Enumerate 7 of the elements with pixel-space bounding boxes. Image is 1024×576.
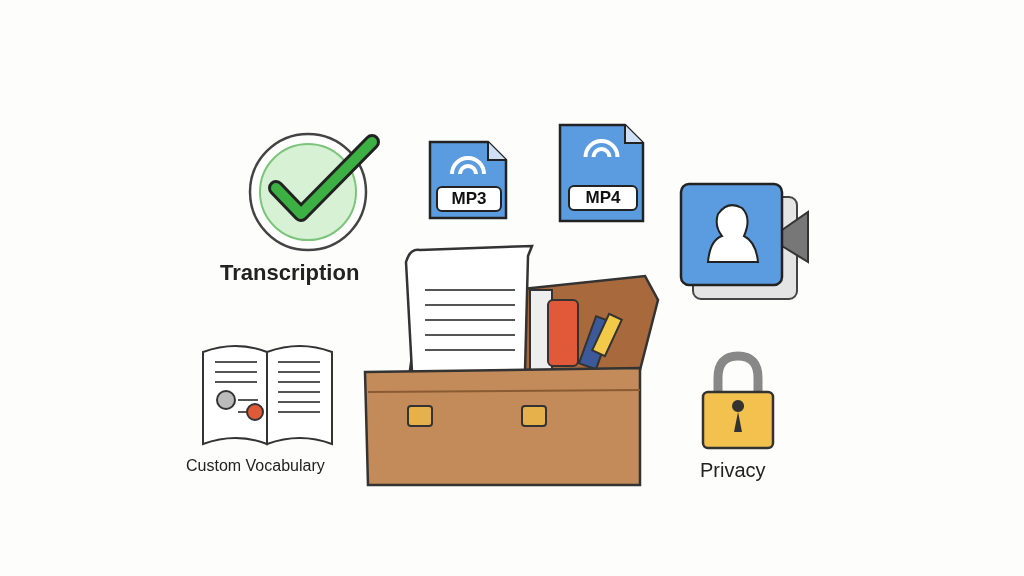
video-file-card	[558, 123, 645, 223]
feature-caption: Custom Vocabulary	[186, 457, 325, 475]
audio-file-card	[428, 140, 508, 220]
file-format-label: MP3	[436, 186, 502, 212]
feature-caption: Privacy	[700, 459, 766, 482]
file-format-label: MP4	[568, 185, 638, 211]
feature-caption: Transcription	[220, 260, 360, 286]
